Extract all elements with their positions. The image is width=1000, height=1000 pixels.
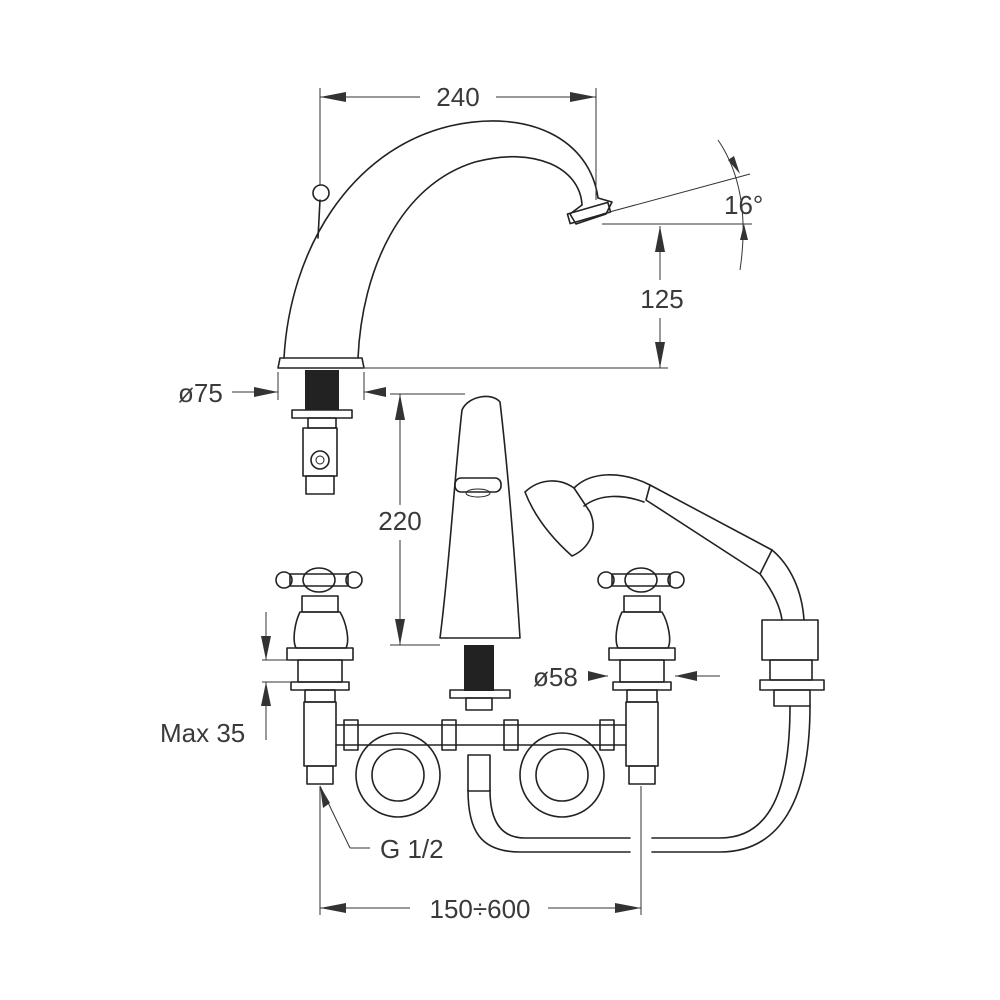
dimension-handle-diameter: ø58 — [533, 662, 720, 692]
center-spout — [439, 395, 521, 711]
dimension-angle: 16° — [601, 139, 763, 271]
dimension-height-spout: 125 — [362, 226, 684, 369]
dimension-thread: G 1/2 — [319, 785, 444, 864]
dimension-max-thickness: Max 35 — [160, 612, 290, 748]
dim-125-label: 125 — [640, 284, 683, 314]
hand-shower — [524, 474, 825, 853]
connecting-pipes — [335, 719, 631, 853]
dim-max35-label: Max 35 — [160, 718, 245, 748]
dimension-base-diameter: ø75 — [178, 372, 386, 408]
dim-75-label: ø75 — [178, 378, 223, 408]
dimension-spread: 150÷600 — [319, 786, 642, 924]
dim-58-label: ø58 — [533, 662, 578, 692]
left-valve — [275, 567, 363, 785]
dim-16-label: 16° — [724, 190, 763, 220]
right-valve — [597, 567, 685, 785]
dim-g12-label: G 1/2 — [380, 834, 444, 864]
dimension-height-center: 220 — [378, 393, 465, 646]
side-spout — [277, 120, 613, 495]
dim-220-label: 220 — [378, 506, 421, 536]
dimension-width-top: 240 — [319, 82, 597, 200]
dim-240-label: 240 — [436, 82, 479, 112]
dim-spread-label: 150÷600 — [429, 894, 530, 924]
